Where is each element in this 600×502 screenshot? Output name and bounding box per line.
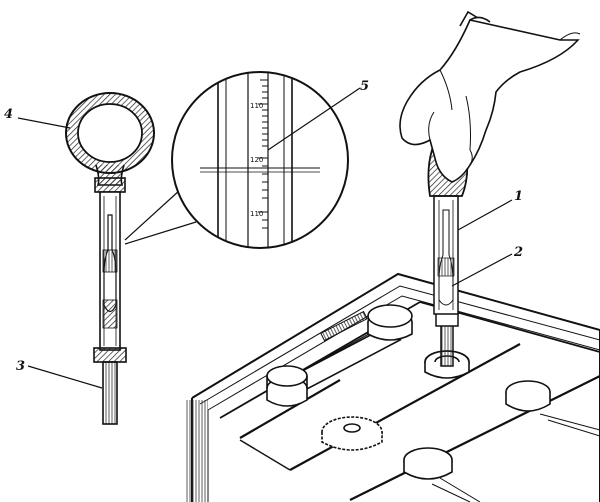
vent-plug-2 xyxy=(505,380,551,412)
battery xyxy=(186,272,600,502)
leader-lines xyxy=(17,87,513,389)
hydrometer-left xyxy=(65,92,155,425)
leader-2 xyxy=(451,253,513,287)
rubber-bulb xyxy=(65,92,155,186)
callout-5: 5 xyxy=(360,79,369,94)
callout-2: 2 xyxy=(513,245,523,260)
callout-3: 3 xyxy=(16,359,25,374)
leader-4 xyxy=(17,117,71,129)
scale-mark-bottom: 110 xyxy=(250,210,263,218)
hand xyxy=(399,10,581,183)
callout-4: 4 xyxy=(4,107,13,122)
callout-1: 1 xyxy=(514,189,523,204)
scale-mark-mid: 120 xyxy=(250,156,263,164)
zoom-detail: 110 120 110 xyxy=(171,71,349,249)
vent-plug-3 xyxy=(403,447,453,480)
leader-3 xyxy=(27,365,103,389)
magnifier-leaders xyxy=(124,189,197,245)
terminal-center xyxy=(367,304,413,341)
connector-strap xyxy=(283,310,402,391)
vent-plug-1 xyxy=(321,416,383,451)
scale-mark-top: 110 xyxy=(250,102,263,110)
terminal-left xyxy=(266,365,308,407)
leader-1 xyxy=(457,199,513,231)
leader-5 xyxy=(267,87,361,151)
